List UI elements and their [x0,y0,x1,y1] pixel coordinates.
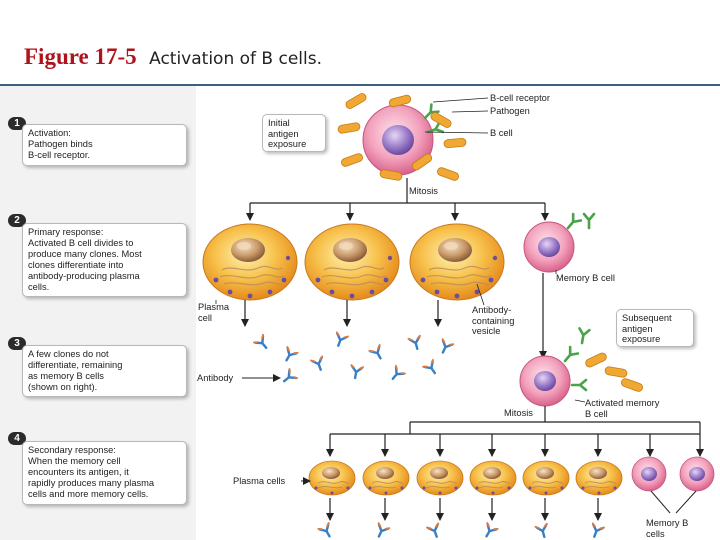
activated-leader-line [574,399,586,403]
plasma-cell-2 [304,223,400,301]
plasma-cell-label: Plasma cell [198,302,230,323]
antibody-label: Antibody [197,373,234,383]
secondary-plasma-cell-6 [575,460,623,496]
subsequent-pathogen-icons [583,351,645,393]
step-4-box: Secondary response: When the memory cell… [22,441,187,505]
activated-memory-label: Activated memory B cell [585,398,660,419]
secondary-memory-cell-2 [679,456,715,492]
figure-caption: Activation of B cells. [149,49,322,69]
antibody-icons [252,331,455,388]
bcell-label: B cell [490,128,513,138]
step-4-number: 4 [8,432,26,445]
secondary-plasma-cell-2 [362,460,410,496]
antibody-vesicle-label: Antibody- containing vesicle [472,305,515,336]
step-3-box: A few clones do not differentiate, remai… [22,345,187,397]
secondary-antibody-icons [317,521,606,540]
secondary-plasma-cell-3 [416,460,464,496]
mitosis-bottom-arrows [326,434,704,457]
plasma-cell-1 [202,223,298,301]
bcell-leader-line [424,131,489,134]
memory-bcell-label: Memory B cell [556,273,615,283]
step-1-box: Activation: Pathogen binds B-cell recept… [22,124,187,166]
figure-number: Figure 17-5 [24,44,137,69]
initial-exposure-label: Initial antigen exposure [262,114,326,152]
memory-bcells-leader-1 [650,490,671,514]
step-3-number: 3 [8,337,26,350]
secondary-plasma-cell-5 [522,460,570,496]
secondary-antibody-arrows [326,498,602,521]
bcell-receptor-label: B-cell receptor [490,93,550,103]
step-2-box: Primary response: Activated B cell divid… [22,223,187,297]
title-divider [0,84,720,86]
memory-bcell-1 [523,212,596,273]
secondary-plasma-cell-1 [308,460,356,496]
receptor-leader-line [432,97,489,103]
initial-bcell [362,104,434,176]
subsequent-exposure-label: Subsequent antigen exposure [616,309,694,347]
secondary-memory-cell-1 [631,456,667,492]
secondary-plasma-cell-4 [469,460,517,496]
figure-title: Figure 17-5 Activation of B cells. [24,44,322,70]
memory-bcells-label: Memory B cells [646,518,689,539]
plasma-cell-3 [409,223,505,301]
pathogen-label: Pathogen [490,106,530,116]
plasma-cells-label: Plasma cells [233,476,286,486]
step-1-number: 1 [8,117,26,130]
vesicle-leader [476,283,485,306]
mitosis-top-label: Mitosis [409,186,438,196]
step-2-number: 2 [8,214,26,227]
mitosis-bottom-label: Mitosis [504,408,533,418]
memory-bcells-leader-2 [675,490,697,514]
pathogen-leader-line [451,110,489,113]
activated-memory-bcell [519,327,591,407]
